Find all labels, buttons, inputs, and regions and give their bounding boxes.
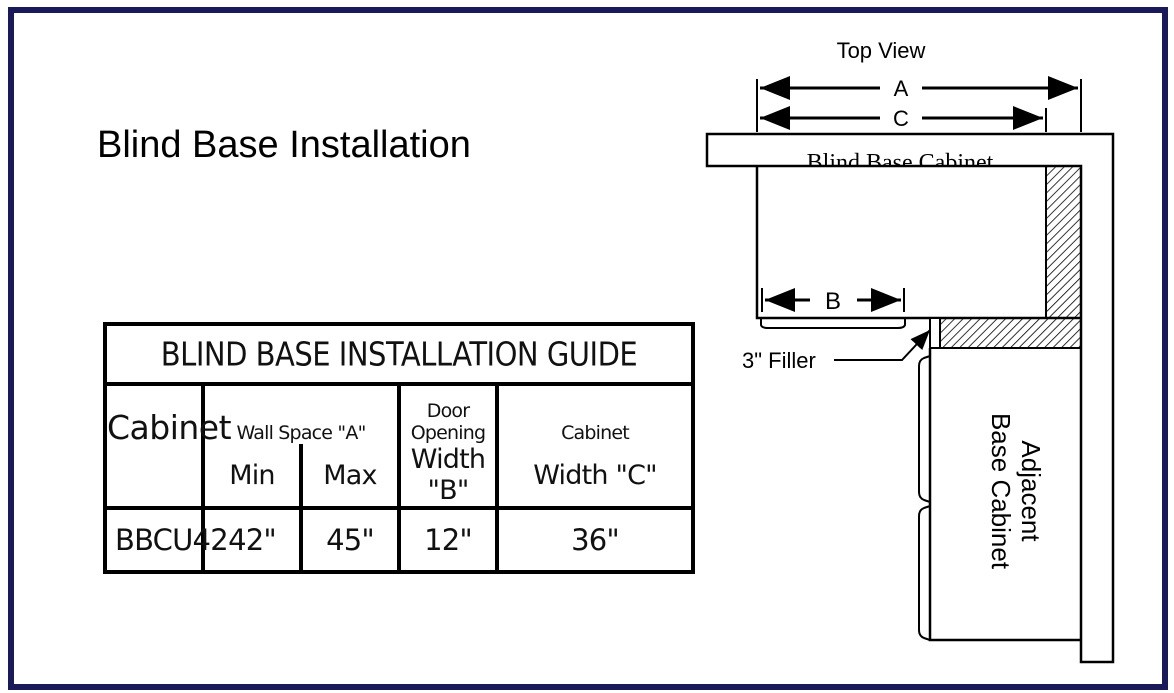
cabinet-door bbox=[760, 318, 906, 329]
installation-guide-table: BLIND BASE INSTALLATION GUIDE Cabinet Wa… bbox=[103, 317, 695, 574]
filler-label: 3" Filler bbox=[742, 348, 816, 373]
dimension-b-label: B bbox=[825, 288, 841, 315]
svg-text:Base Cabinet: Base Cabinet bbox=[986, 413, 1016, 570]
countertop-outline bbox=[705, 132, 1115, 664]
header-min: Min bbox=[201, 444, 303, 510]
dimension-c: C bbox=[760, 106, 1047, 132]
dimension-c-label: C bbox=[893, 106, 909, 131]
blind-panel bbox=[1045, 165, 1082, 319]
cell-max: 45" bbox=[299, 506, 401, 574]
adjacent-cabinet-label: Adjacent Base Cabinet bbox=[986, 413, 1046, 570]
blind-base-cabinet bbox=[755, 166, 1081, 320]
header-door-opening: Door Opening bbox=[397, 382, 499, 444]
header-max: Max bbox=[299, 444, 401, 510]
dimension-a-label: A bbox=[894, 76, 909, 101]
cell-cabinet-width: 36" bbox=[495, 506, 695, 574]
filler-piece bbox=[929, 317, 941, 349]
adjacent-door-lower bbox=[918, 505, 931, 641]
header-width-b: Width "B" bbox=[397, 444, 499, 510]
cell-min: 42" bbox=[201, 506, 303, 574]
cell-door-width: 12" bbox=[397, 506, 499, 574]
guide-title: BLIND BASE INSTALLATION GUIDE bbox=[103, 317, 695, 391]
table-row: BBCU42 42" 45" 12" 36" bbox=[103, 506, 695, 574]
header-width-c: Width "C" bbox=[495, 444, 695, 510]
hatched-return bbox=[939, 317, 1082, 349]
cell-cabinet: BBCU42 bbox=[103, 506, 229, 574]
header-cabinet-width-top: Cabinet bbox=[495, 382, 695, 444]
adjacent-door-upper bbox=[918, 355, 931, 503]
dimension-a: A bbox=[756, 76, 1082, 132]
dimension-b: B bbox=[761, 288, 905, 315]
blind-base-cabinet-label: Blind Base Cabinet bbox=[807, 150, 994, 176]
top-view-label: Top View bbox=[837, 38, 926, 63]
filler-leader bbox=[834, 329, 931, 361]
header-wall-space: Wall Space "A" bbox=[201, 382, 401, 444]
page-title: Blind Base Installation bbox=[97, 124, 471, 166]
svg-text:Adjacent: Adjacent bbox=[1016, 440, 1046, 542]
